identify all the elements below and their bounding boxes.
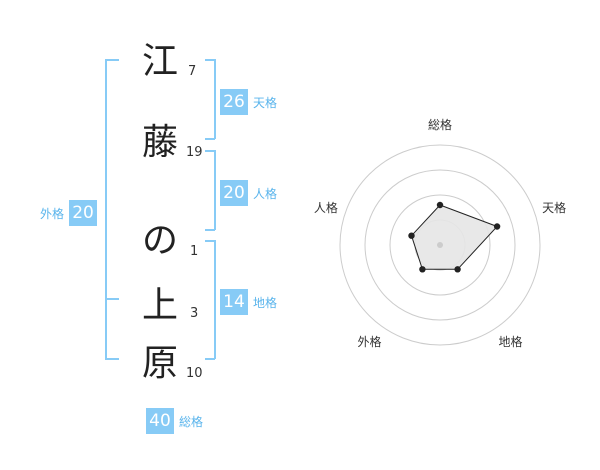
name-char-3: の — [141, 220, 178, 261]
jinkaku-result: 20 人格 — [220, 180, 277, 206]
radar-axis-label-3: 地格 — [498, 334, 522, 349]
chikaku-result: 14 地格 — [220, 289, 277, 315]
radar-axis-label-1: 総格 — [428, 117, 452, 132]
radar-ring-3 — [364, 169, 516, 321]
tenkaku-result: 26 天格 — [220, 89, 277, 115]
radar-axis-label-5: 人格 — [314, 200, 338, 215]
gaikaku-result: 外格 20 — [40, 200, 98, 226]
gaikaku-value: 20 — [69, 200, 98, 226]
radar-point-3 — [454, 266, 461, 273]
radar-point-2 — [493, 223, 501, 230]
jinkaku-value: 20 — [220, 180, 248, 206]
radar-point-4 — [419, 266, 426, 273]
radar-center-dot — [437, 242, 443, 248]
stroke-count-1: 7 — [188, 64, 197, 79]
tenkaku-label: 天格 — [253, 95, 278, 110]
radar-point-1 — [436, 201, 444, 209]
gaikaku-label: 外格 — [40, 206, 65, 221]
jinkaku-label: 人格 — [253, 186, 278, 201]
chikaku-label: 地格 — [253, 295, 278, 310]
soukaku-value: 40 — [146, 408, 174, 434]
radar-point-5 — [408, 232, 415, 239]
radar-polygon — [410, 204, 498, 270]
tenkaku-value: 26 — [220, 89, 248, 115]
soukaku-label: 総格 — [179, 414, 204, 429]
stroke-count-5: 10 — [186, 366, 203, 381]
name-char-5: 原 — [141, 343, 178, 384]
stroke-count-3: 1 — [190, 244, 199, 259]
soukaku-result: 40 総格 — [146, 408, 203, 434]
stroke-count-4: 3 — [190, 306, 199, 321]
radar-ring-2 — [389, 194, 491, 296]
name-char-2: 藤 — [141, 122, 178, 163]
radar-axis-label-2: 天格 — [542, 200, 566, 215]
radar-ring-4 — [339, 144, 541, 346]
chikaku-value: 14 — [220, 289, 248, 315]
name-char-4: 上 — [141, 285, 178, 326]
radar-axis-label-4: 外格 — [357, 334, 381, 349]
stroke-count-2: 19 — [186, 145, 203, 160]
name-char-1: 江 — [141, 41, 178, 82]
